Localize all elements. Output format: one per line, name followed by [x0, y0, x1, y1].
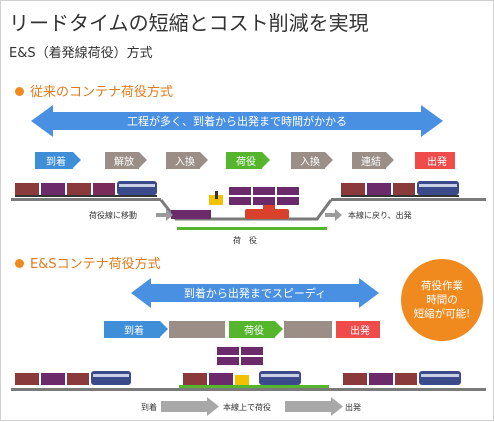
time-saving-badge: 荷役作業 時間の 短縮が可能!	[401, 259, 483, 341]
es-bottom-label-1: 到着	[141, 403, 157, 412]
section-heading-text: E&Sコンテナ荷役方式	[30, 257, 161, 272]
section-heading-es: E&Sコンテナ荷役方式	[15, 253, 161, 272]
double-arrow-icon	[131, 278, 379, 308]
es-step-2: 荷役	[229, 321, 275, 338]
page-title: リードタイムの短縮とコスト削減を実現	[9, 11, 369, 35]
chevron-right-icon	[275, 321, 283, 337]
chevron-right-icon	[262, 152, 270, 168]
section-heading-text: 従来のコンテナ荷役方式	[30, 85, 174, 100]
chevron-right-icon	[200, 152, 208, 168]
es-bottom-label-3: 出発	[345, 403, 361, 412]
section-heading-conventional: 従来のコンテナ荷役方式	[15, 81, 173, 100]
conv-step-5: 入換	[291, 152, 325, 169]
es-step-1: 到着	[104, 321, 160, 338]
es-connector	[169, 321, 225, 338]
badge-line-1: 荷役作業	[421, 280, 463, 292]
chevron-right-icon	[139, 152, 147, 168]
conv-yard-label: 荷 役	[233, 236, 257, 245]
chevron-right-icon	[73, 152, 81, 168]
chevron-right-icon	[325, 152, 333, 168]
chevron-right-icon	[160, 321, 168, 337]
double-arrow-icon	[31, 105, 443, 137]
conventional-banner-arrow: 工程が多く、到着から出発まで時間がかかる	[31, 105, 443, 137]
conventional-banner-text: 工程が多く、到着から出発まで時間がかかる	[127, 115, 347, 128]
chevron-right-icon	[386, 152, 394, 168]
freight-train-icon	[15, 181, 157, 197]
page-subtitle: E&S（着発線荷役）方式	[9, 46, 153, 61]
es-connector	[284, 321, 332, 338]
bullet-dot-icon	[15, 87, 24, 96]
conv-step-1: 到着	[35, 152, 73, 169]
conv-move-label: 荷役線に移動	[89, 211, 137, 220]
es-banner-arrow: 到着から出発までスピーディ	[131, 278, 379, 308]
conv-step-6: 連結	[352, 152, 386, 169]
conv-step-4: 荷役	[226, 152, 262, 169]
badge-line-2: 時間の	[426, 294, 458, 306]
es-step-3: 出発	[336, 321, 380, 338]
es-bottom-label-2: 本線上で荷役	[223, 403, 271, 412]
conv-step-7: 出発	[415, 152, 455, 169]
conv-return-label: 本線に戻り、出発	[348, 211, 412, 220]
conv-step-2: 解放	[105, 152, 139, 169]
es-banner-text: 到着から出発までスピーディ	[183, 287, 327, 300]
bullet-dot-icon	[15, 259, 24, 268]
badge-line-3: 短縮が可能!	[413, 308, 471, 320]
conv-step-3: 入換	[166, 152, 200, 169]
